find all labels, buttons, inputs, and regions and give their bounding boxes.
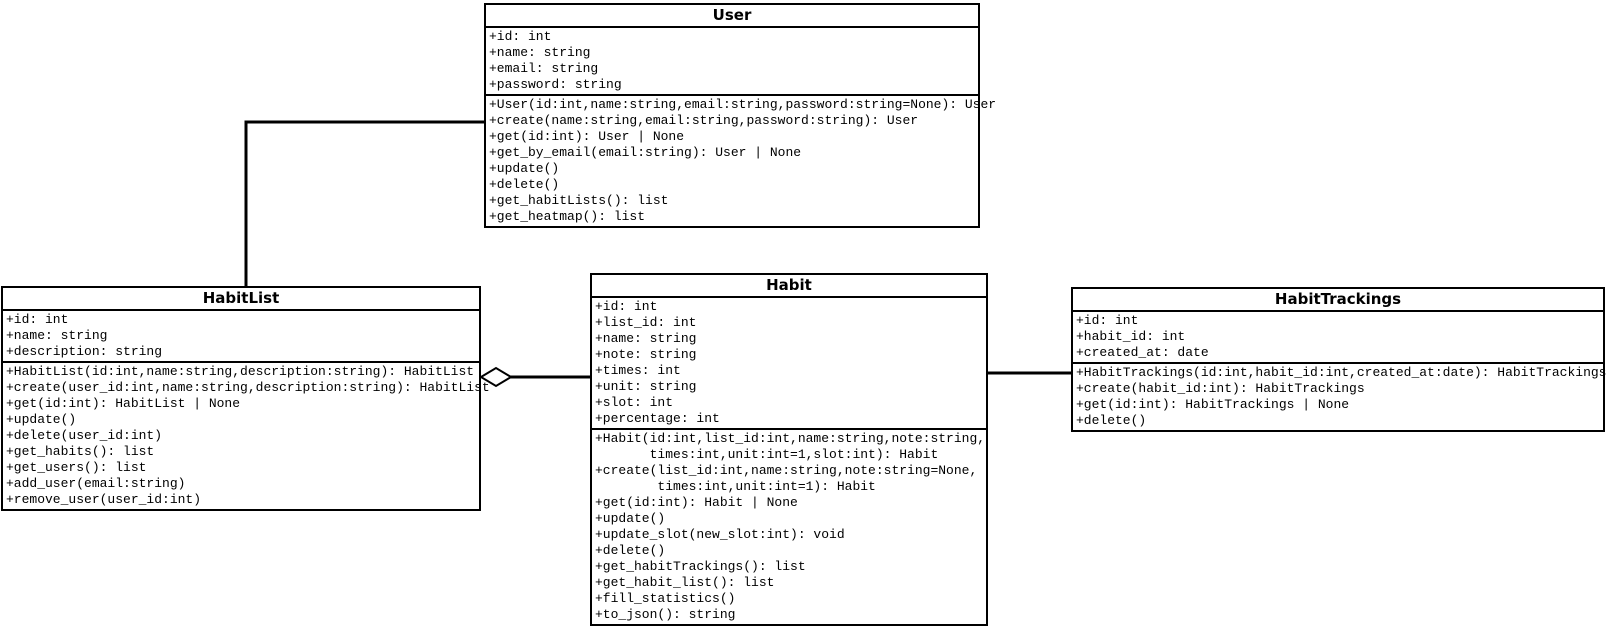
attribute-line: +note: string: [595, 347, 697, 362]
method-line: +delete(): [595, 543, 666, 558]
aggregation-diamond: [479, 366, 513, 388]
method-line: +Habit(id:int,list_id:int,name:string,no…: [595, 431, 986, 446]
attribute-line: +list_id: int: [595, 315, 697, 330]
method-line: +get_users(): list: [6, 460, 147, 475]
attribute-line: +id: int: [1076, 313, 1139, 328]
attribute-line: +id: int: [595, 299, 658, 314]
method-line: +delete(): [489, 177, 560, 192]
attribute-line: +name: string: [6, 328, 108, 343]
method-line: +update(): [6, 412, 77, 427]
method-line: +delete(user_id:int): [6, 428, 163, 443]
class-attributes-habitlist: +id: int+name: string+description: strin…: [3, 311, 479, 363]
method-line: +get_habit_list(): list: [595, 575, 775, 590]
class-methods-habit: +Habit(id:int,list_id:int,name:string,no…: [592, 430, 986, 624]
method-line: +create(list_id:int,name:string,note:str…: [595, 463, 978, 478]
attribute-line: +name: string: [595, 331, 697, 346]
attribute-line: +slot: int: [595, 395, 674, 410]
method-line: +get(id:int): User | None: [489, 129, 685, 144]
attribute-line: +password: string: [489, 77, 622, 92]
attribute-line: +habit_id: int: [1076, 329, 1186, 344]
method-line: +add_user(email:string): [6, 476, 186, 491]
attribute-line: +name: string: [489, 45, 591, 60]
class-methods-user: +User(id:int,name:string,email:string,pa…: [486, 96, 997, 226]
method-line: +update(): [595, 511, 666, 526]
class-title-user: User: [486, 5, 978, 28]
method-line: +get_habitTrackings(): list: [595, 559, 806, 574]
method-line: +get(id:int): HabitList | None: [6, 396, 241, 411]
method-line: +create(name:string,email:string,passwor…: [489, 113, 919, 128]
attribute-line: +id: int: [6, 312, 69, 327]
class-box-user: User +id: int+name: string+email: string…: [484, 3, 997, 228]
class-title-habittrackings: HabitTrackings: [1073, 289, 1603, 312]
class-attributes-user: +id: int+name: string+email: string+pass…: [486, 28, 978, 96]
class-methods-habitlist: +HabitList(id:int,name:string,descriptio…: [3, 363, 490, 509]
attribute-line: +unit: string: [595, 379, 697, 394]
method-line: +fill_statistics(): [595, 591, 736, 606]
attribute-line: +description: string: [6, 344, 163, 359]
class-attributes-habittrackings: +id: int+habit_id: int+created_at: date: [1073, 312, 1603, 364]
method-line: times:int,unit:int=1,slot:int): Habit: [595, 447, 939, 462]
attribute-line: +times: int: [595, 363, 681, 378]
method-line: +get_habitLists(): list: [489, 193, 669, 208]
method-line: +get_heatmap(): list: [489, 209, 646, 224]
method-line: +get(id:int): HabitTrackings | None: [1076, 397, 1350, 412]
attribute-line: +id: int: [489, 29, 552, 44]
method-line: +update_slot(new_slot:int): void: [595, 527, 845, 542]
association-line-user-habitlist: [244, 120, 484, 287]
class-attributes-habit: +id: int+list_id: int+name: string+note:…: [592, 298, 986, 430]
attribute-line: +created_at: date: [1076, 345, 1209, 360]
attribute-line: +percentage: int: [595, 411, 720, 426]
method-line: times:int,unit:int=1): Habit: [595, 479, 876, 494]
method-line: +create(user_id:int,name:string,descript…: [6, 380, 490, 395]
class-box-habittrackings: HabitTrackings +id: int+habit_id: int+cr…: [1071, 287, 1607, 432]
method-line: +User(id:int,name:string,email:string,pa…: [489, 97, 997, 112]
class-title-habit: Habit: [592, 275, 986, 298]
class-title-habitlist: HabitList: [3, 288, 479, 311]
method-line: +delete(): [1076, 413, 1147, 428]
method-line: +HabitTrackings(id:int,habit_id:int,crea…: [1076, 365, 1607, 380]
method-line: +get(id:int): Habit | None: [595, 495, 798, 510]
class-box-habit: Habit +id: int+list_id: int+name: string…: [590, 273, 988, 626]
method-line: +create(habit_id:int): HabitTrackings: [1076, 381, 1365, 396]
method-line: +to_json(): string: [595, 607, 736, 622]
class-box-habitlist: HabitList +id: int+name: string+descript…: [1, 286, 490, 511]
attribute-line: +email: string: [489, 61, 599, 76]
method-line: +get_habits(): list: [6, 444, 155, 459]
method-line: +update(): [489, 161, 560, 176]
method-line: +remove_user(user_id:int): [6, 492, 202, 507]
method-line: +get_by_email(email:string): User | None: [489, 145, 802, 160]
method-line: +HabitList(id:int,name:string,descriptio…: [6, 364, 475, 379]
class-methods-habittrackings: +HabitTrackings(id:int,habit_id:int,crea…: [1073, 364, 1607, 430]
